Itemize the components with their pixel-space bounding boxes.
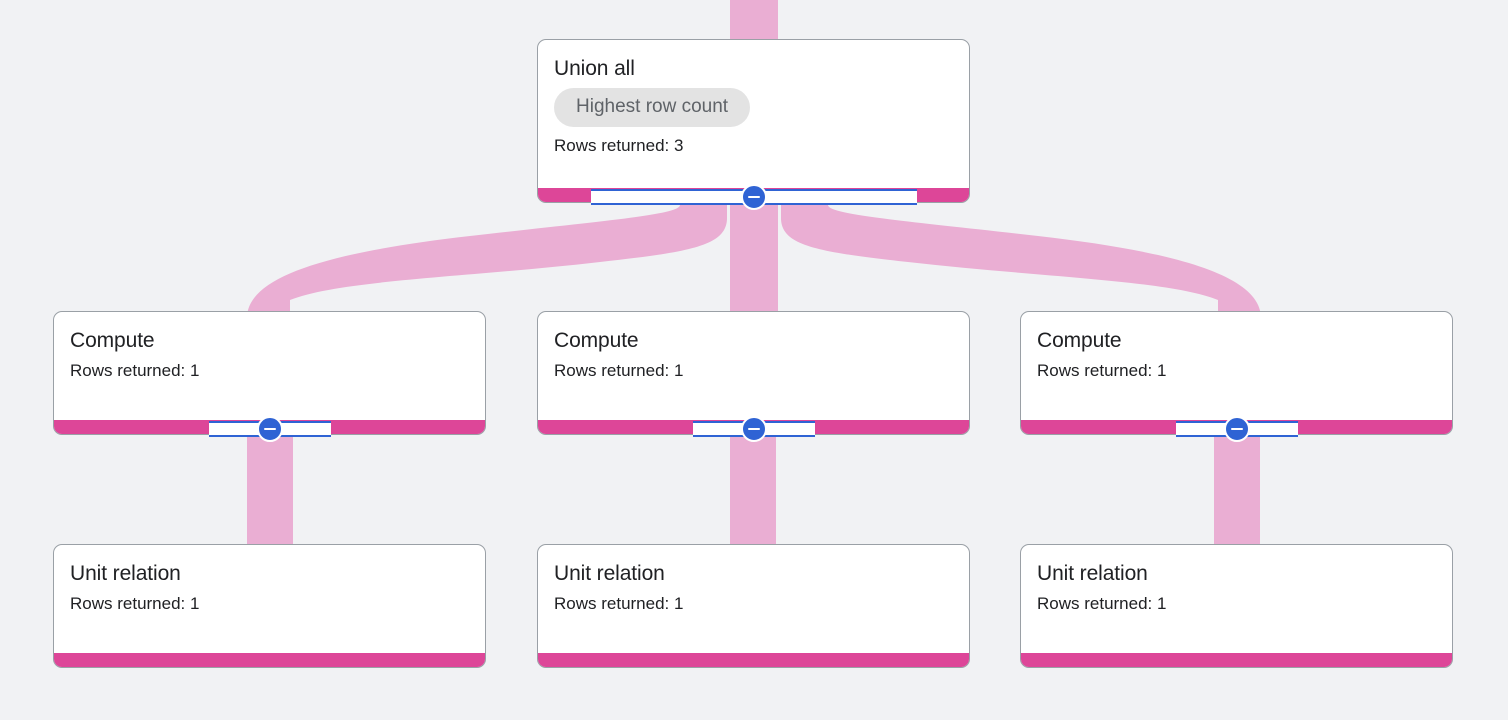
rows-returned-label: Rows returned: 3	[554, 136, 684, 155]
rows-returned-label: Rows returned: 1	[70, 361, 200, 380]
rows-returned-label: Rows returned: 1	[1037, 361, 1167, 380]
node-title: Unit relation	[554, 562, 665, 585]
minus-circle-icon[interactable]	[740, 416, 767, 442]
collapse-rail-left	[208, 421, 265, 437]
collapse-toggle-compute-right[interactable]	[1175, 416, 1298, 442]
collapse-rail-right	[274, 421, 331, 437]
node-title: Compute	[1037, 329, 1122, 352]
minus-circle-icon[interactable]	[256, 416, 283, 442]
rows-returned-label: Rows returned: 1	[554, 361, 684, 380]
collapse-toggle-compute-left[interactable]	[208, 416, 331, 442]
rows-returned-label: Rows returned: 1	[1037, 594, 1167, 613]
rows-returned-label: Rows returned: 1	[70, 594, 200, 613]
node-title: Compute	[554, 329, 639, 352]
minus-circle-icon[interactable]	[1223, 416, 1250, 442]
collapse-toggle-compute-center[interactable]	[692, 416, 815, 442]
node-title: Compute	[70, 329, 155, 352]
collapse-rail-left	[590, 189, 749, 205]
node-footer-bar	[538, 653, 969, 667]
minus-circle-icon[interactable]	[740, 184, 767, 210]
node-title: Union all	[554, 57, 635, 80]
collapse-rail-right	[758, 189, 917, 205]
collapse-rail-left	[1175, 421, 1232, 437]
collapse-toggle-union-all[interactable]	[590, 184, 917, 210]
collapse-rail-right	[1241, 421, 1298, 437]
node-footer-bar	[1021, 653, 1452, 667]
rows-returned-label: Rows returned: 1	[554, 594, 684, 613]
node-title: Unit relation	[1037, 562, 1148, 585]
node-footer-bar	[54, 653, 485, 667]
highest-row-count-badge: Highest row count	[554, 88, 751, 127]
node-title: Unit relation	[70, 562, 181, 585]
collapse-rail-left	[692, 421, 749, 437]
collapse-rail-right	[758, 421, 815, 437]
